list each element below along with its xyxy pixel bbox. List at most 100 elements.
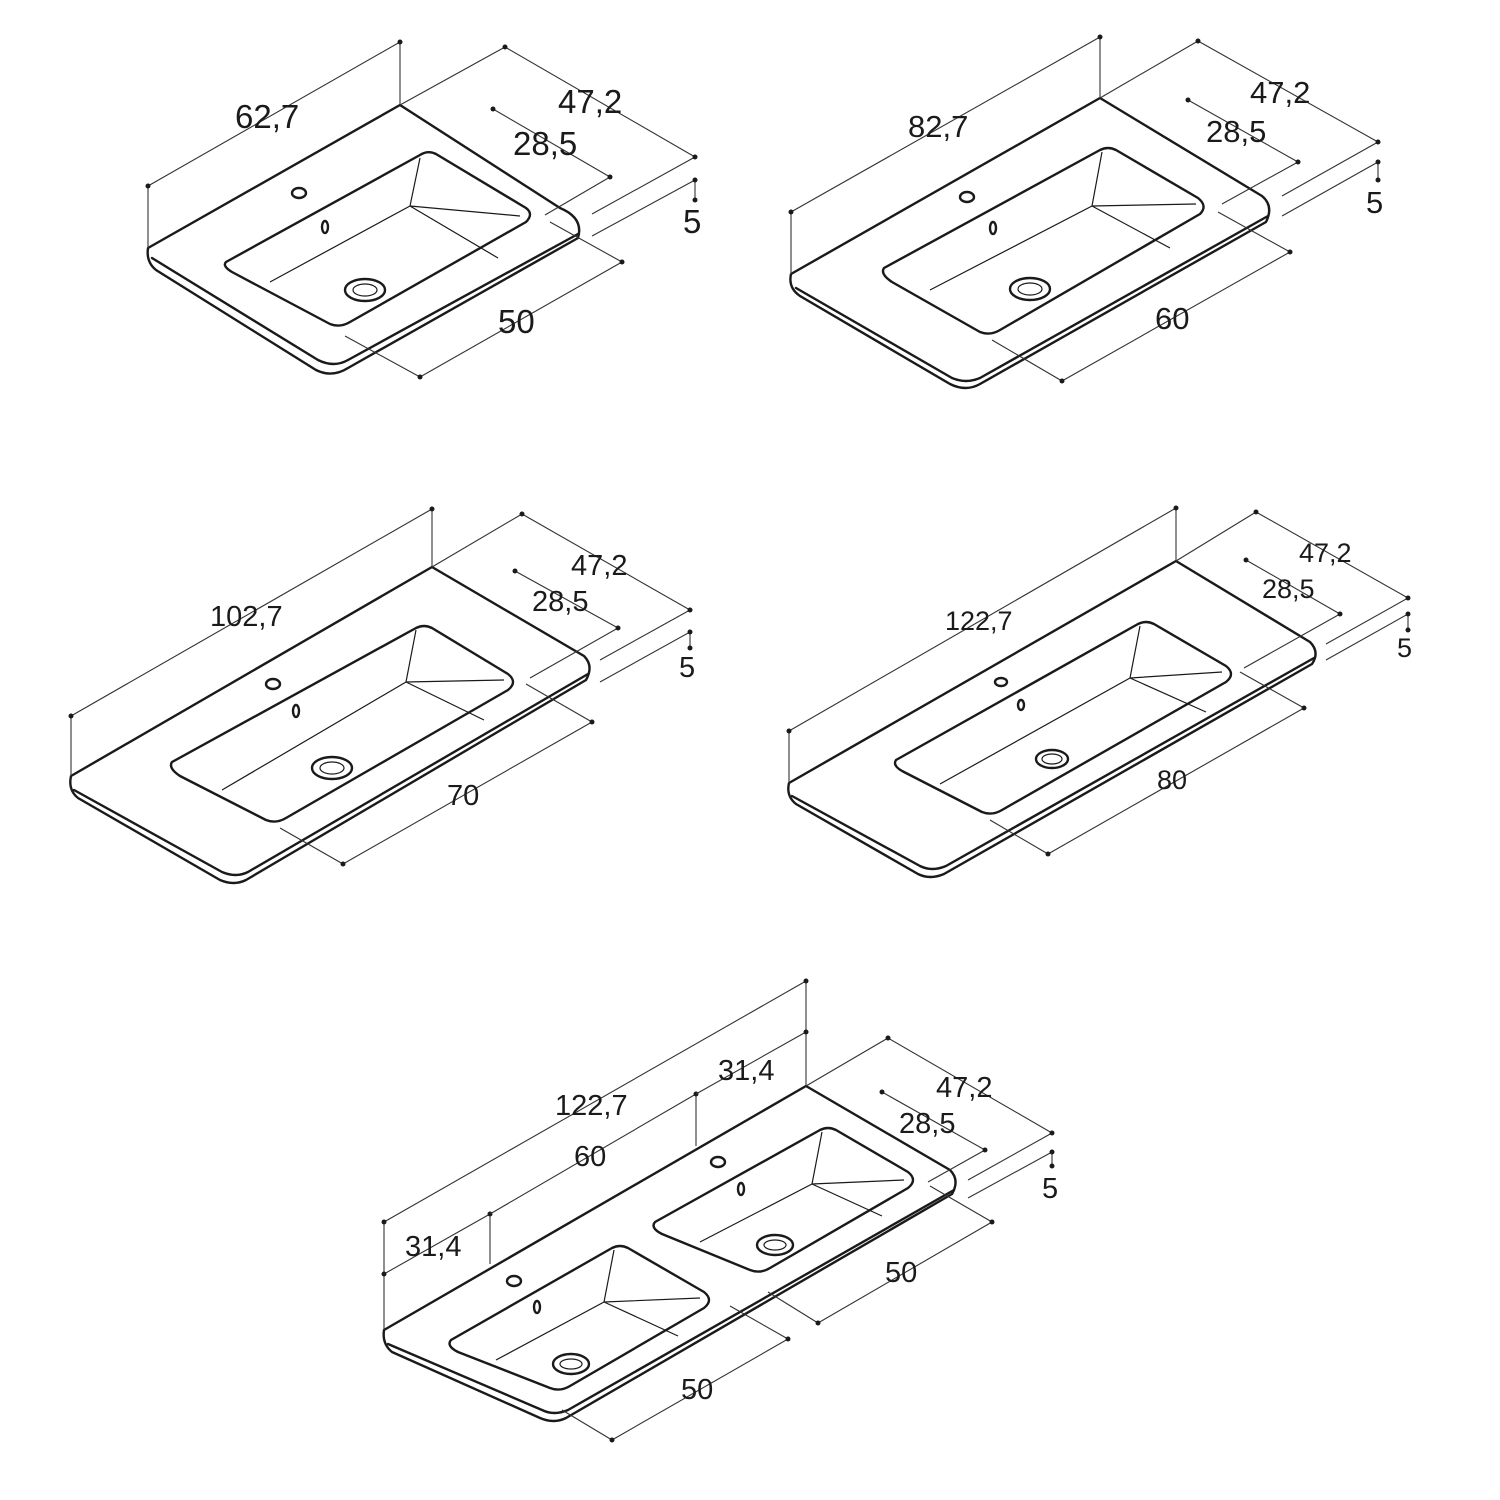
dim-dot: [1049, 1163, 1055, 1169]
dim-centre-left-label: 31,4: [405, 1231, 461, 1263]
dim-width-line: [70, 508, 433, 717]
dim-ext: [591, 179, 696, 237]
dim-centre-spacing-line: [489, 1093, 697, 1215]
dim-ext: [1217, 211, 1291, 253]
dim-dot: [340, 861, 346, 867]
countertop-outline: [787, 559, 1317, 879]
drain-icon: [310, 755, 354, 781]
dim-ext: [1099, 40, 1199, 99]
dim-centre-right-line: [695, 1031, 807, 1095]
dim-bowl-width-line: [1061, 251, 1291, 382]
dim-ext: [1281, 161, 1379, 217]
overflow-icon: [988, 220, 998, 236]
dim-ext: [344, 335, 421, 378]
dim-dot: [1295, 159, 1301, 165]
dim-depth-label: 47,2: [1250, 75, 1310, 110]
dim-ext: [599, 631, 691, 683]
basin-inner: [939, 625, 1223, 785]
dim-ext: [967, 1151, 1053, 1199]
dim-thickness-label: 5: [679, 652, 695, 684]
dim-bowl-depth-line: [1245, 559, 1341, 615]
dim-ext: [1239, 671, 1305, 709]
dim-ext: [929, 1185, 993, 1223]
countertop-outline: [69, 565, 591, 885]
dim-bowl-width-label: 50: [498, 303, 535, 340]
dim-dot: [1173, 505, 1179, 511]
dim-bowl-width-label: 80: [1157, 765, 1187, 795]
dim-dot: [982, 1147, 988, 1153]
dim-depth-line: [521, 513, 691, 611]
dim-width-label: 62,7: [235, 98, 299, 135]
drain-inner: [763, 1239, 787, 1251]
tap-hole-icon: [505, 1274, 523, 1288]
countertop-edge: [72, 672, 590, 877]
dim-dot: [692, 177, 698, 183]
dim-bowl-width-line: [419, 261, 623, 378]
dim-thickness-label: 5: [683, 203, 701, 240]
tap-hole-icon: [290, 186, 308, 200]
dim-width-line: [147, 41, 401, 187]
dim-dot: [786, 728, 792, 734]
dim-bowl-width-label: 70: [447, 780, 479, 812]
drain-inner: [352, 283, 378, 297]
dim-ext: [1281, 141, 1379, 197]
dim-ext: [529, 627, 619, 679]
tap-hole-icon: [958, 190, 976, 204]
dim-dot: [1405, 611, 1411, 617]
sink-122-double-drawing: 122,7 31,4 60 31,4 47,2 28,5 5 50 50: [381, 978, 1058, 1443]
dim-dot: [1405, 627, 1411, 633]
dim-ext: [431, 513, 523, 568]
overflow-icon: [1016, 698, 1026, 712]
dim-dot: [1375, 139, 1381, 145]
dim-dot: [989, 1219, 995, 1225]
sink-122-drawing: 122,7 47,2 28,5 5 80: [786, 505, 1412, 879]
drain-inner: [1041, 753, 1063, 765]
dim-dot: [785, 1336, 791, 1342]
dim-bowl-width-left-label: 50: [681, 1374, 713, 1406]
overflow-icon: [291, 703, 301, 719]
dim-depth-label: 47,2: [558, 83, 622, 120]
dim-dot: [1243, 557, 1249, 563]
dim-dot: [1049, 1149, 1055, 1155]
basin-inner: [269, 157, 521, 283]
dim-dot: [512, 568, 518, 574]
countertop-outline: [382, 1084, 957, 1423]
dim-bowl-width-line: [342, 721, 593, 865]
dim-dot: [1195, 38, 1201, 44]
countertop-edge: [794, 214, 1270, 383]
countertop-edge: [790, 656, 1316, 871]
dim-dot: [692, 197, 698, 203]
dim-dot: [1375, 159, 1381, 165]
basin-outline-left: [448, 1244, 711, 1391]
countertop-outline: [146, 103, 581, 375]
dim-depth-label: 47,2: [571, 550, 627, 582]
dim-depth-line: [887, 1037, 1053, 1134]
dim-dot: [687, 645, 693, 651]
basin-outline: [223, 151, 532, 327]
dim-dot: [879, 1089, 885, 1095]
dim-dot: [429, 506, 435, 512]
dim-width-line: [790, 36, 1101, 213]
dim-ext: [1243, 613, 1341, 669]
dim-ext: [599, 609, 691, 661]
dim-bowl-depth-label: 28,5: [899, 1108, 955, 1140]
dim-width-label: 82,7: [908, 109, 968, 144]
dim-dot: [1097, 34, 1103, 40]
drain-icon: [755, 1233, 795, 1257]
dim-bowl-width-right-label: 50: [885, 1257, 917, 1289]
dim-dot: [1253, 509, 1259, 515]
dim-dot: [381, 1271, 387, 1277]
dim-thickness-label: 5: [1366, 185, 1383, 220]
dim-dot: [619, 259, 625, 265]
drain-icon: [343, 277, 387, 303]
sink-62-drawing: 62,7 47,2 28,5 5 50: [145, 39, 701, 380]
dim-width-label: 122,7: [555, 1090, 628, 1122]
dim-dot: [885, 1035, 891, 1041]
basin-inner: [221, 629, 505, 791]
basin-outline-right: [652, 1126, 915, 1273]
dim-dot: [1045, 851, 1051, 857]
dim-depth-line: [504, 46, 696, 158]
dim-dot: [615, 625, 621, 631]
dim-dot: [1287, 249, 1293, 255]
dim-centre-spacing-label: 60: [574, 1141, 606, 1173]
